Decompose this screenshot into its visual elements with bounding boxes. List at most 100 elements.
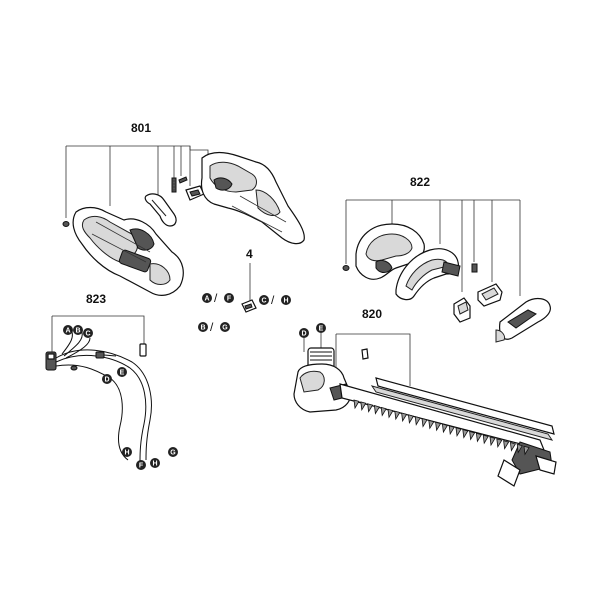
blade-tooth <box>401 412 408 423</box>
blade-tooth <box>407 414 415 424</box>
blade-tooth <box>516 443 523 454</box>
blade-tooth <box>475 432 483 443</box>
callout-f-823: F <box>136 460 146 470</box>
blade-tooth <box>482 434 489 445</box>
pin-part <box>471 263 478 273</box>
callout-d-820: D <box>299 328 309 338</box>
svg-text:G: G <box>222 325 228 332</box>
svg-text:A: A <box>204 296 209 303</box>
svg-text:A: A <box>65 328 70 335</box>
lock-block-part <box>477 283 503 307</box>
blade-tooth <box>367 403 374 413</box>
motor-gearbox-part <box>293 347 351 413</box>
callout-h-4: H <box>281 295 291 305</box>
left-housing-half-part <box>72 206 184 296</box>
svg-text:D: D <box>301 331 306 338</box>
blade-tooth <box>421 417 428 428</box>
callout-e-820: E <box>316 323 326 333</box>
svg-text:C: C <box>261 298 266 305</box>
connector-clip-part <box>241 299 257 313</box>
blade-tooth <box>469 430 476 441</box>
blade-tooth <box>360 401 367 412</box>
screw-part <box>62 221 70 227</box>
leader-lines-823 <box>51 315 145 352</box>
blade-tooth <box>462 429 469 439</box>
group-4: 4 A / F C / H B / G <box>198 247 291 334</box>
svg-text:H: H <box>124 450 129 457</box>
callout-c-4: C <box>259 295 269 305</box>
group-number-820: 820 <box>362 307 382 321</box>
callout-a-823: A <box>63 325 73 335</box>
group-801: 801 <box>62 121 305 296</box>
blade-tooth <box>373 405 381 415</box>
blade-tooth <box>387 408 394 419</box>
group-number-4: 4 <box>246 247 253 261</box>
svg-text:E: E <box>120 370 125 377</box>
callout-e-823: E <box>117 367 127 377</box>
blade-tooth <box>503 440 510 450</box>
blade-tooth <box>489 436 496 447</box>
callout-leaders-820 <box>303 333 322 352</box>
leader-lines-820 <box>335 333 411 386</box>
pin-part <box>178 176 188 184</box>
pin-part <box>361 348 369 360</box>
blade-tooth <box>496 438 503 449</box>
blade-tooth <box>523 445 530 456</box>
right-housing-half-part <box>200 151 305 245</box>
svg-text:D: D <box>104 377 109 384</box>
blade-teeth <box>353 399 530 456</box>
front-handle-half-part <box>355 223 425 280</box>
screw-part <box>342 265 350 271</box>
group-number-823: 823 <box>86 292 106 306</box>
svg-text:C: C <box>85 331 90 338</box>
callout-b-4: B <box>198 322 208 332</box>
callout-f-4: F <box>224 293 234 303</box>
trigger-lever-part <box>144 193 177 227</box>
svg-text:B: B <box>200 325 205 332</box>
leader-lines-801 <box>65 145 209 218</box>
sleeve-part <box>139 343 147 357</box>
svg-text:F: F <box>139 463 144 470</box>
terminal-connector-part <box>45 351 57 371</box>
group-823: 823 A B C <box>45 292 178 470</box>
spring-part <box>171 177 177 193</box>
switch-plate-part <box>495 297 551 343</box>
callout-b-823: B <box>73 325 83 335</box>
svg-text:E: E <box>319 326 324 333</box>
blade-tooth <box>428 419 435 430</box>
wiring-harness-part <box>55 327 152 463</box>
group-822: 822 <box>342 175 551 343</box>
callout-slash: / <box>210 320 214 334</box>
blade-tooth <box>509 442 517 452</box>
blade-tooth <box>353 399 360 410</box>
callout-a-4: A <box>202 293 212 303</box>
blade-tooth <box>441 423 449 434</box>
callout-slash: / <box>214 291 218 305</box>
svg-text:H: H <box>152 461 157 468</box>
group-number-822: 822 <box>410 175 430 189</box>
front-handle-half-part <box>395 248 461 301</box>
svg-text:F: F <box>227 296 232 303</box>
callout-h-823: H <box>122 447 132 457</box>
svg-text:G: G <box>170 450 176 457</box>
callout-d-823: D <box>102 374 112 384</box>
blade-assembly-part <box>339 377 557 487</box>
callout-g-823: G <box>168 447 178 457</box>
group-820: 820 D E <box>293 307 557 487</box>
blade-tooth <box>435 421 442 432</box>
callout-h2-823: H <box>150 458 160 468</box>
leader-lines-822 <box>345 199 521 296</box>
bushing-part <box>453 297 471 323</box>
blade-tooth <box>394 410 401 421</box>
group-number-801: 801 <box>131 121 151 135</box>
blade-tooth <box>414 416 421 426</box>
svg-text:B: B <box>75 328 80 335</box>
callout-g-4: G <box>220 322 230 332</box>
blade-tooth <box>455 427 462 437</box>
svg-text:H: H <box>283 298 288 305</box>
callout-c-823: C <box>83 328 93 338</box>
blade-tooth <box>448 425 455 436</box>
callout-slash: / <box>271 293 275 307</box>
blade-tooth <box>380 406 387 417</box>
